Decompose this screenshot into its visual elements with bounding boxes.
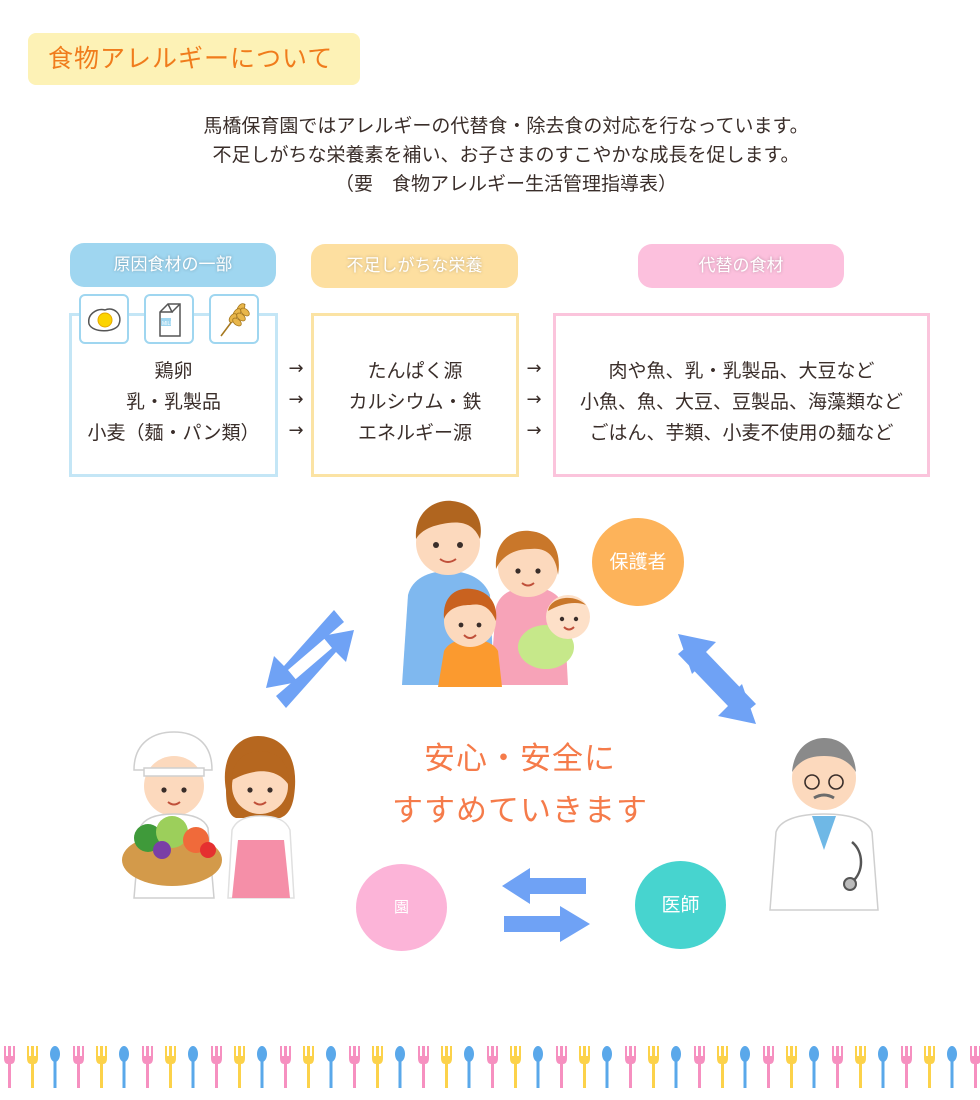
spoon-icon: [464, 1046, 474, 1088]
spoon-icon: [671, 1046, 681, 1088]
cause-item: 小麦（麺・パン類）: [87, 422, 260, 444]
fork-icon: [234, 1046, 245, 1088]
spoon-icon: [533, 1046, 543, 1088]
fork-icon: [303, 1046, 314, 1088]
fork-icon: [73, 1046, 84, 1088]
intro-text: 馬橋保育園ではアレルギーの代替食・除去食の対応を行なっています。 不足しがちな栄…: [0, 112, 980, 199]
fork-icon: [786, 1046, 797, 1088]
exchange-arrow-left: [266, 610, 354, 708]
cause-item: 乳・乳製品: [125, 391, 221, 413]
intro-line-3: （要 食物アレルギー生活管理指導表）: [334, 173, 677, 195]
fork-icon: [970, 1046, 980, 1088]
spoon-icon: [395, 1046, 405, 1088]
page-title: 食物アレルギーについて: [28, 33, 360, 85]
fork-icon: [694, 1046, 705, 1088]
fork-icon: [832, 1046, 843, 1088]
alternative-item: 小魚、魚、大豆、豆製品、海藻類など: [579, 391, 903, 413]
arrow: →: [288, 420, 304, 441]
spoon-icon: [878, 1046, 888, 1088]
nutrient-item: たんぱく源: [367, 360, 463, 382]
fork-icon: [4, 1046, 15, 1088]
cause-list: 鶏卵 乳・乳製品 小麦（麺・パン類）: [72, 356, 275, 449]
arrow: →: [288, 389, 304, 410]
spoon-icon: [602, 1046, 612, 1088]
doctor-illustration: [769, 738, 879, 911]
fork-icon: [510, 1046, 521, 1088]
doctor-circle: 医師: [635, 861, 726, 949]
fork-icon: [625, 1046, 636, 1088]
arrow: →: [526, 389, 542, 410]
cause-header: 原因食材の一部: [70, 243, 276, 287]
milk-carton-icon: MILK: [144, 294, 194, 344]
alternatives-list: 肉や魚、乳・乳製品、大豆など 小魚、魚、大豆、豆製品、海藻類など ごはん、芋類、…: [556, 356, 927, 449]
fork-icon: [165, 1046, 176, 1088]
fork-icon: [441, 1046, 452, 1088]
family-illustration: [402, 500, 590, 687]
spoon-icon: [947, 1046, 957, 1088]
fork-icon: [901, 1046, 912, 1088]
center-message: 安心・安全に すすめていきます: [350, 733, 690, 837]
nutrient-item: カルシウム・鉄: [348, 391, 482, 413]
spoon-icon: [809, 1046, 819, 1088]
nutrient-item: エネルギー源: [357, 422, 472, 444]
fork-icon: [96, 1046, 107, 1088]
fork-icon: [763, 1046, 774, 1088]
fork-icon: [142, 1046, 153, 1088]
spoon-icon: [50, 1046, 60, 1088]
exchange-arrow-bottom: [502, 868, 590, 942]
fork-icon: [487, 1046, 498, 1088]
cause-item: 鶏卵: [154, 360, 193, 382]
fork-icon: [280, 1046, 291, 1088]
spoon-icon: [188, 1046, 198, 1088]
fork-icon: [418, 1046, 429, 1088]
exchange-arrow-right: [678, 634, 756, 724]
school-staff-illustration: [122, 731, 296, 899]
spoon-icon: [257, 1046, 267, 1088]
cutlery-border: [4, 1046, 980, 1088]
wheat-icon: [209, 294, 259, 344]
school-circle: 園: [356, 864, 447, 951]
alternatives-box: 肉や魚、乳・乳製品、大豆など 小魚、魚、大豆、豆製品、海藻類など ごはん、芋類、…: [553, 313, 930, 477]
arrow: →: [526, 420, 542, 441]
fork-icon: [579, 1046, 590, 1088]
alternative-item: 肉や魚、乳・乳製品、大豆など: [608, 360, 875, 382]
milk-label: MILK: [162, 321, 174, 327]
fork-icon: [211, 1046, 222, 1088]
fork-icon: [717, 1046, 728, 1088]
intro-line-2: 不足しがちな栄養素を補い、お子さまのすこやかな成長を促します。: [212, 144, 800, 166]
alternatives-header: 代替の食材: [638, 244, 844, 288]
fork-icon: [855, 1046, 866, 1088]
spoon-icon: [119, 1046, 129, 1088]
alternative-item: ごはん、芋類、小麦不使用の麺など: [589, 422, 894, 444]
center-message-line-1: 安心・安全に: [424, 741, 616, 777]
center-message-line-2: すすめていきます: [392, 793, 648, 829]
nutrients-box: たんぱく源 カルシウム・鉄 エネルギー源: [311, 313, 519, 477]
intro-line-1: 馬橋保育園ではアレルギーの代替食・除去食の対応を行なっています。: [203, 115, 809, 137]
flow-arrows-2: → → →: [522, 353, 546, 446]
arrow: →: [526, 358, 542, 379]
fork-icon: [349, 1046, 360, 1088]
nutrients-header: 不足しがちな栄養: [311, 244, 518, 288]
arrow: →: [288, 358, 304, 379]
flow-arrows-1: → → →: [284, 353, 308, 446]
nutrients-list: たんぱく源 カルシウム・鉄 エネルギー源: [314, 356, 516, 449]
fork-icon: [27, 1046, 38, 1088]
parent-circle: 保護者: [592, 518, 684, 606]
fork-icon: [648, 1046, 659, 1088]
spoon-icon: [326, 1046, 336, 1088]
spoon-icon: [740, 1046, 750, 1088]
fork-icon: [372, 1046, 383, 1088]
fork-icon: [556, 1046, 567, 1088]
fork-icon: [924, 1046, 935, 1088]
fried-egg-icon: [79, 294, 129, 344]
